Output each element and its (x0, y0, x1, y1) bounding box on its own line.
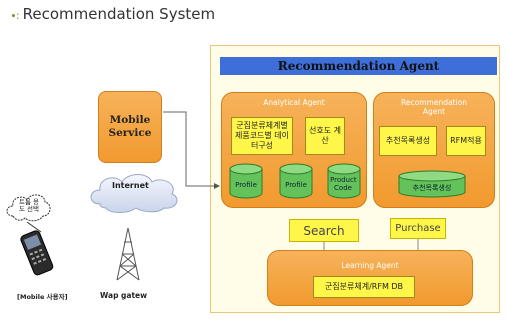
rfm-apply-box: RFM적용 (446, 126, 486, 156)
thought-cloud-icon (6, 194, 51, 222)
analytical-data-box: 군집분류체계별 제품코드별 데이터구성 (231, 117, 293, 155)
thought-cloud-text: 트롬 용도 선택 (18, 198, 39, 213)
product-code-db (327, 163, 361, 199)
profile-db-1 (229, 163, 263, 199)
preference-calc-box: 선호도 계산 (305, 117, 345, 155)
recommend-db-label: 추천목록생성 (412, 184, 452, 192)
recommendation-subagent-title: Recommendation Agent (401, 98, 467, 116)
recommend-list-box: 추천목록생성 (379, 126, 437, 156)
analytical-agent-title: Analytical Agent (263, 98, 325, 107)
page-title: ∙:Recommendation System (10, 5, 215, 23)
profile-db-2 (279, 163, 313, 199)
mobile-user-label: [Mobile 사용자] (17, 293, 68, 301)
purchase-box: Purchase (390, 218, 446, 239)
profile-db-2-label: Profile (285, 181, 307, 189)
mobile-service: Mobile Service (98, 91, 162, 163)
mobile-to-analytical-line (163, 111, 220, 189)
search-box: Search (289, 219, 359, 242)
recommend-db-cylinder (398, 170, 466, 198)
mobile-phone-icon (20, 222, 54, 276)
profile-db-1-label: Profile (235, 181, 257, 189)
analytical-db-cylinders (229, 163, 361, 199)
product-code-db-label: Product Code (330, 176, 357, 192)
title-text: Recommendation System (22, 5, 216, 23)
title-bullet-icon: ∙: (10, 9, 20, 22)
internet-label: Internet (112, 181, 149, 190)
recommendation-agent-header: Recommendation Agent (220, 57, 497, 75)
wap-gateway-label: Wap gatew (100, 291, 148, 300)
tower-icon (116, 227, 140, 281)
learning-agent-title: Learning Agent (341, 261, 399, 270)
learning-db-box: 군집분류체계/RFM DB (313, 276, 415, 298)
internet-cloud-icon (90, 174, 178, 213)
